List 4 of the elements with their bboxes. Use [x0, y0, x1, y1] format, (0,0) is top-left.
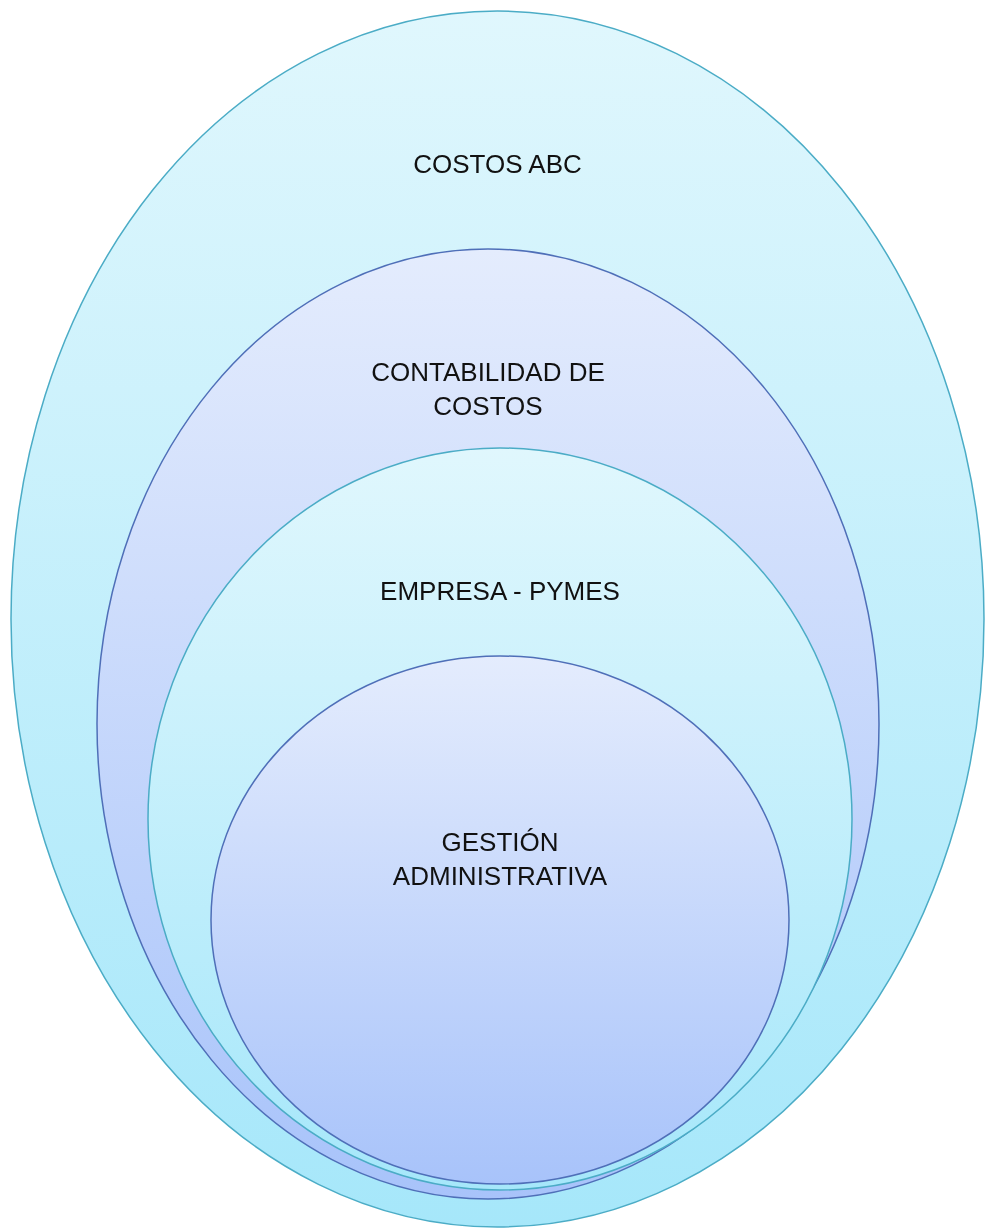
group-label: GESTIÓN ADMINISTRATIVA: [391, 826, 609, 893]
group-label: EMPRESA - PYMES: [379, 575, 621, 608]
group-label: CONTABILIDAD DE COSTOS: [370, 356, 606, 423]
group-label: COSTOS ABC: [412, 148, 583, 181]
